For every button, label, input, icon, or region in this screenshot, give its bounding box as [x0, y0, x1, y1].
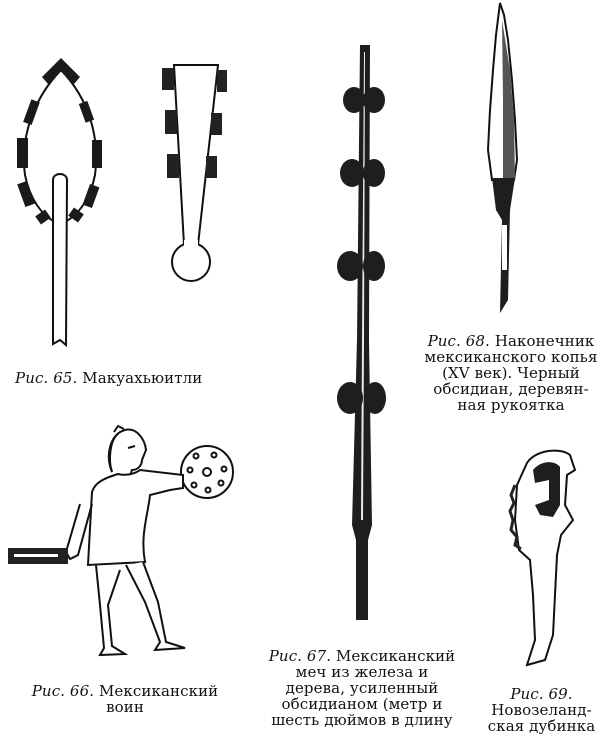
figure-label: Рис. 69.	[510, 685, 573, 703]
caption-text: Мексиканский	[98, 682, 219, 700]
caption-text: дерева, усиленный	[285, 679, 439, 697]
mexican-sword-icon	[337, 45, 386, 620]
caption-text: шесть дюймов в длину	[271, 711, 453, 729]
figure-67-illustration	[330, 40, 400, 630]
caption-text: (XV век). Черный	[442, 364, 580, 382]
caption-text: обсидианом (метр и	[281, 695, 443, 713]
spearhead-icon	[486, 2, 519, 313]
figure-69-illustration	[505, 445, 580, 670]
macuahuitl-icon	[17, 58, 227, 348]
mexican-warrior-icon	[8, 424, 234, 657]
figure-label: Рис. 67.	[268, 647, 332, 665]
caption-text: воин	[106, 698, 144, 716]
caption-text: Мексиканский	[335, 647, 456, 665]
caption-text: обсидиан, деревян-	[433, 380, 589, 398]
figure-68-illustration	[470, 0, 540, 320]
caption-text: ская дубинка	[487, 717, 596, 735]
figure-69-caption: Рис. 69. Новозеланд- ская дубинка	[478, 686, 605, 734]
caption-text: меч из железа и	[295, 663, 429, 681]
caption-text: Наконечник	[494, 332, 595, 350]
figure-68-caption: Рис. 68. Наконечник мексиканского копья …	[418, 333, 604, 413]
figure-label: Рис. 66.	[31, 682, 95, 700]
figure-66-caption: Рис. 66. Мексиканский воин	[20, 683, 230, 715]
caption-text: Макуахьюитли	[82, 369, 203, 387]
figure-label: Рис. 68.	[427, 332, 490, 350]
figure-65-caption: Рис. 65. Макуахьюитли	[15, 370, 245, 386]
new-zealand-club-icon	[508, 449, 577, 667]
caption-text: ная рукоятка	[457, 396, 565, 414]
caption-text: мексиканского копья	[424, 348, 598, 366]
figure-label: Рис. 65.	[15, 369, 78, 387]
caption-text: Новозеланд-	[491, 701, 592, 719]
figure-66-illustration	[0, 420, 250, 670]
figure-65-illustration	[0, 40, 250, 350]
figure-67-caption: Рис. 67. Мексиканский меч из железа и де…	[252, 648, 472, 728]
